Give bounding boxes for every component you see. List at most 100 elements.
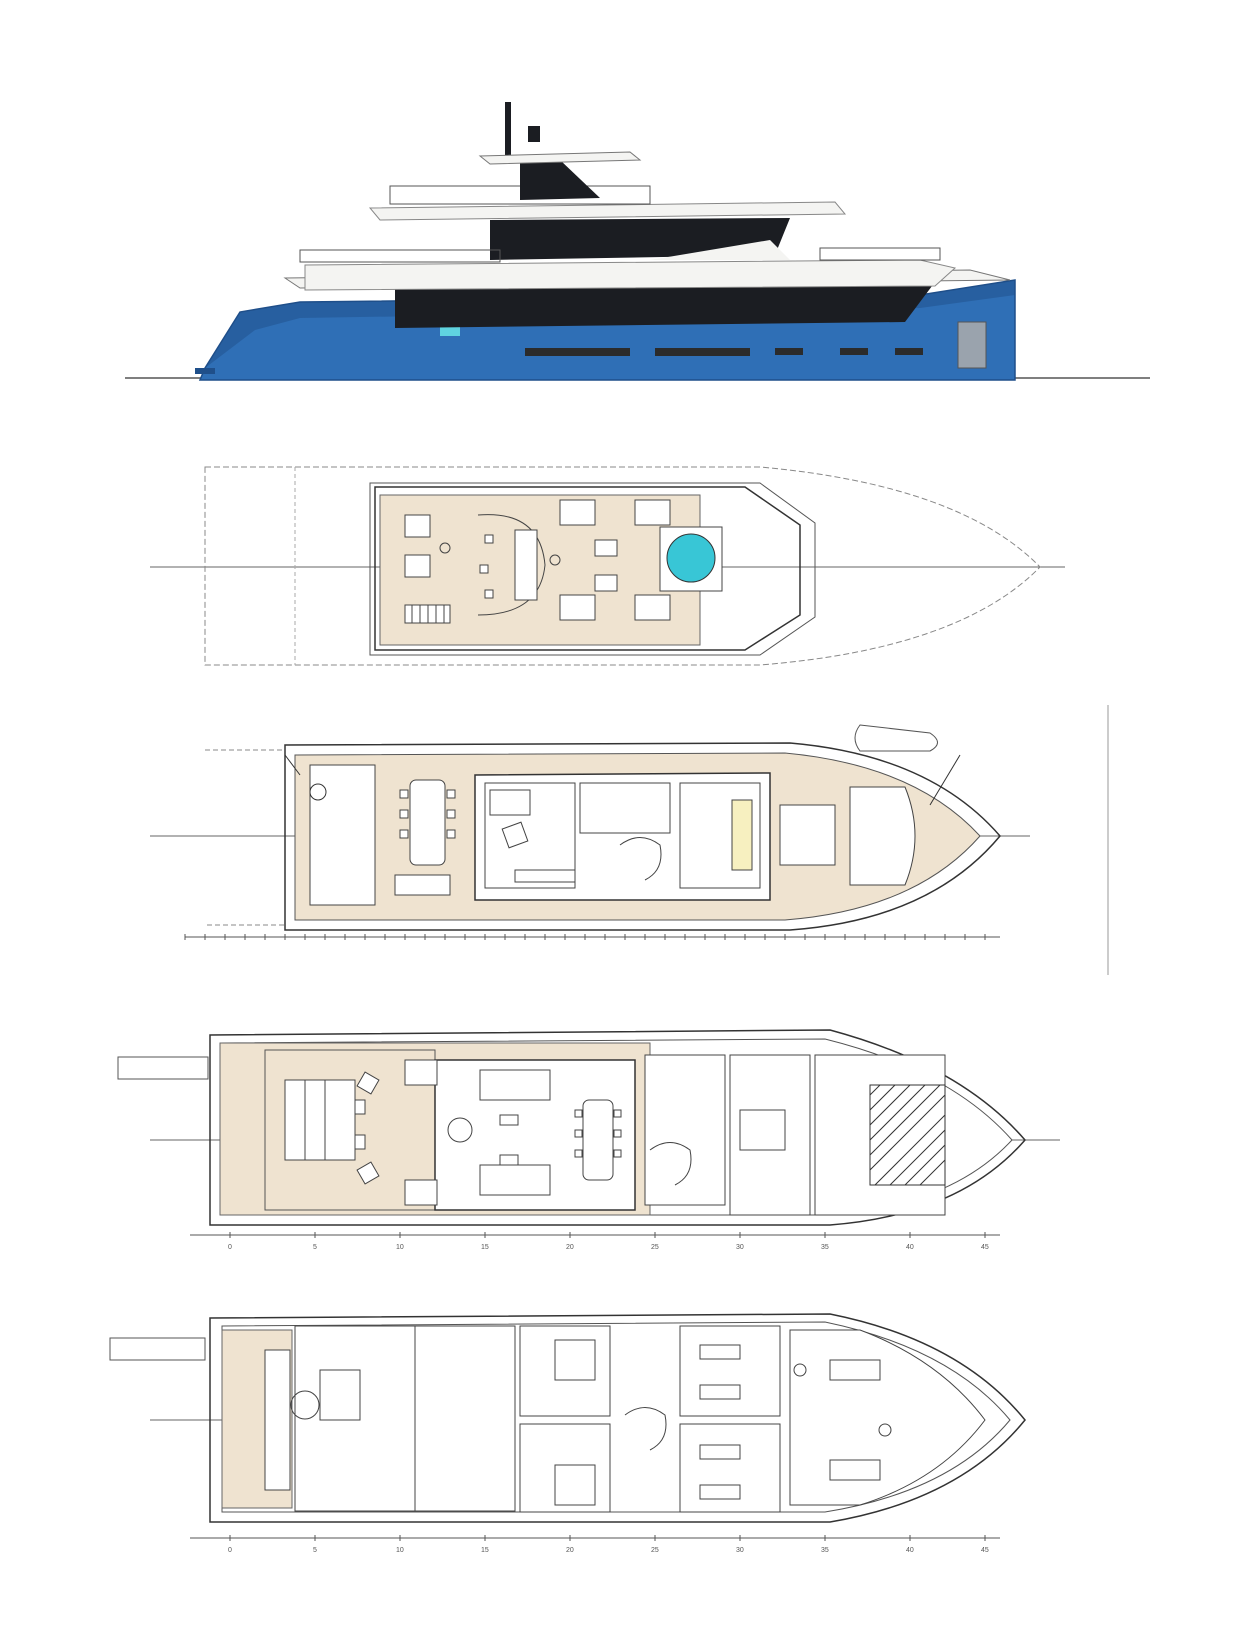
chair bbox=[479, 564, 489, 574]
frame-scale-labels: 0 5 10 15 20 25 30 35 40 45 bbox=[228, 1244, 989, 1251]
chair bbox=[574, 1129, 583, 1138]
hull-outline bbox=[204, 466, 1041, 666]
frame-label: 25 bbox=[651, 1244, 659, 1251]
spiral-stair bbox=[619, 837, 662, 881]
hatched-bow-area bbox=[869, 1084, 946, 1186]
stairs bbox=[394, 874, 451, 896]
lounge-sofa bbox=[514, 869, 576, 883]
profile-view bbox=[0, 90, 1240, 390]
frame-label: 15 bbox=[481, 1547, 489, 1554]
twin-bed bbox=[699, 1384, 741, 1400]
helm-console bbox=[731, 799, 753, 871]
twin-bed bbox=[699, 1484, 741, 1500]
chair bbox=[446, 809, 456, 819]
side-table bbox=[354, 1134, 366, 1150]
frame-label: 20 bbox=[566, 1547, 574, 1554]
main-deck-plan-drawing: 0 5 10 15 20 25 30 35 40 45 bbox=[117, 1029, 1060, 1251]
chair bbox=[613, 1109, 622, 1118]
frame-label: 40 bbox=[906, 1244, 914, 1251]
coffee-table bbox=[499, 1114, 519, 1126]
saloon-sofa bbox=[479, 1164, 551, 1196]
lounge-sofa bbox=[634, 499, 671, 526]
crew-bunk bbox=[829, 1359, 881, 1381]
radar-mast bbox=[520, 160, 600, 200]
crew-wc bbox=[793, 1363, 807, 1377]
frame-scale-ticks bbox=[229, 1535, 986, 1541]
chair bbox=[613, 1149, 622, 1158]
dining-table bbox=[582, 1099, 614, 1181]
double-bed bbox=[554, 1339, 596, 1381]
frame-scale-ticks bbox=[229, 1232, 986, 1238]
chair bbox=[484, 589, 494, 599]
chair bbox=[399, 809, 409, 819]
lounge-sofa bbox=[559, 594, 596, 621]
side-table bbox=[354, 1099, 366, 1115]
hardtop bbox=[478, 151, 642, 165]
stairs bbox=[404, 1059, 438, 1086]
hull-window bbox=[840, 348, 868, 355]
galley bbox=[579, 782, 671, 834]
armchair bbox=[356, 1071, 380, 1095]
lounge-sofa bbox=[489, 789, 531, 816]
spiral-stair bbox=[624, 1407, 667, 1451]
lounge-sofa bbox=[634, 594, 671, 621]
armchair bbox=[501, 821, 529, 849]
storage bbox=[319, 1369, 361, 1421]
saloon-sofa bbox=[479, 1069, 551, 1101]
tender-garage bbox=[309, 764, 376, 906]
sun-deck-view bbox=[0, 455, 1240, 670]
jacuzzi-pool bbox=[666, 533, 716, 583]
frame-label: 5 bbox=[313, 1547, 317, 1554]
profile-elevation-drawing bbox=[125, 102, 1150, 381]
frame-label: 0 bbox=[228, 1547, 232, 1554]
chair bbox=[446, 789, 456, 799]
lounge-sofa bbox=[559, 499, 596, 526]
frame-label: 30 bbox=[736, 1547, 744, 1554]
bridge-deck-plan-drawing bbox=[150, 705, 1109, 975]
aft-extension-outline bbox=[205, 749, 286, 926]
lower-deck-view: 0 5 10 15 20 25 30 35 40 45 bbox=[0, 1300, 1240, 1570]
crane-base bbox=[309, 783, 327, 801]
chair bbox=[399, 789, 409, 799]
frame-label: 20 bbox=[566, 1244, 574, 1251]
armchair bbox=[356, 1161, 380, 1185]
frame-scale-labels: 0 5 10 15 20 25 30 35 40 45 bbox=[228, 1547, 989, 1554]
frame-label: 40 bbox=[906, 1547, 914, 1554]
beach-club-steps bbox=[264, 1349, 291, 1491]
bridge-deck-superstructure bbox=[304, 259, 957, 291]
main-deck-view: 0 5 10 15 20 25 30 35 40 45 bbox=[0, 1025, 1240, 1275]
stairs bbox=[739, 1109, 786, 1151]
chair bbox=[484, 534, 494, 544]
frame-label: 45 bbox=[981, 1244, 989, 1251]
tender bbox=[854, 724, 938, 752]
hull-window bbox=[525, 348, 630, 356]
frame-label: 35 bbox=[821, 1244, 829, 1251]
foredeck-sunpad bbox=[849, 786, 916, 886]
frame-label: 45 bbox=[981, 1547, 989, 1554]
frame-label: 15 bbox=[481, 1244, 489, 1251]
chair bbox=[399, 829, 409, 839]
guest-cabin bbox=[679, 1325, 781, 1417]
chair bbox=[574, 1109, 583, 1118]
bar-unit bbox=[514, 529, 538, 601]
side-table bbox=[439, 542, 451, 554]
mast-antenna bbox=[528, 126, 540, 142]
frame-label: 10 bbox=[396, 1547, 404, 1554]
passerelle bbox=[109, 1337, 206, 1361]
bar-counter bbox=[477, 514, 546, 616]
lower-deck-plan-drawing: 0 5 10 15 20 25 30 35 40 45 bbox=[109, 1313, 1026, 1554]
round-table bbox=[290, 1390, 320, 1420]
twin-bed bbox=[699, 1344, 741, 1360]
bridge-deck-railing bbox=[819, 247, 941, 261]
hull-side-hatch bbox=[957, 321, 987, 369]
engine-room bbox=[414, 1325, 516, 1512]
round-chair bbox=[447, 1117, 473, 1143]
sun-lounger bbox=[404, 554, 431, 578]
frame-label: 30 bbox=[736, 1244, 744, 1251]
spiral-stair bbox=[649, 1142, 692, 1186]
frame-label: 0 bbox=[228, 1244, 232, 1251]
mast-pole bbox=[505, 102, 511, 162]
chair bbox=[613, 1129, 622, 1138]
sun-deck-roof bbox=[368, 201, 847, 221]
lounge-table bbox=[594, 539, 618, 557]
